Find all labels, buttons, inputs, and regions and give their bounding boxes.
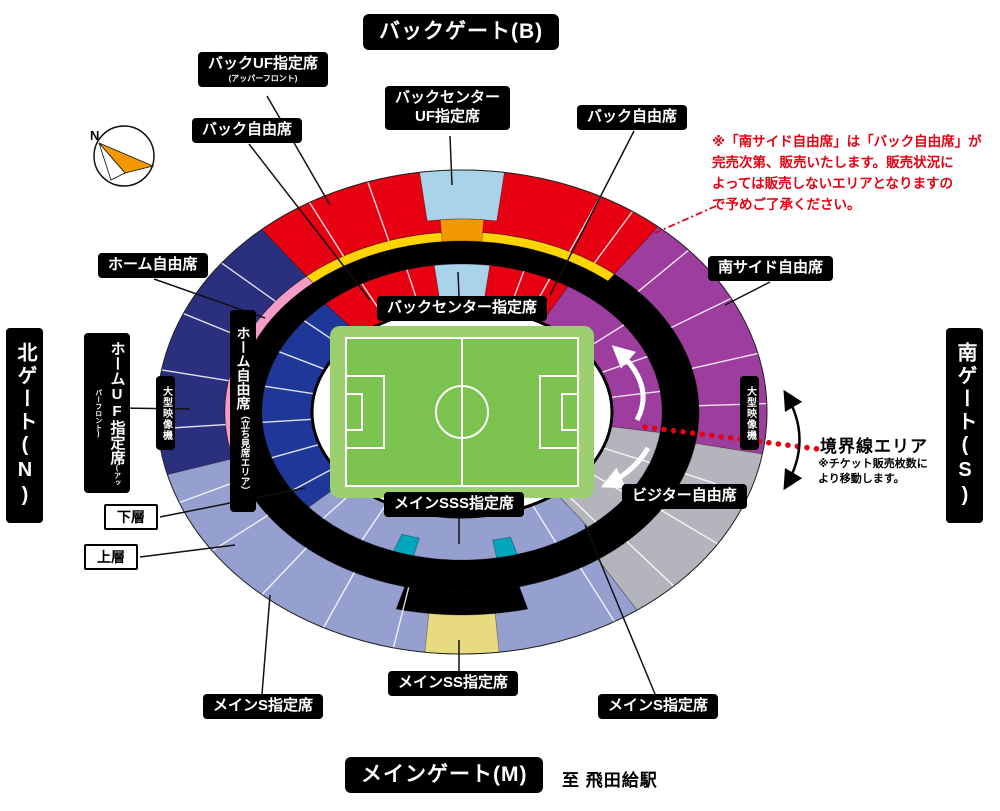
leader-line [261, 594, 271, 695]
label-south-side-free: 南サイド自由席 [708, 256, 834, 281]
compass-n-label: N [90, 128, 99, 143]
label-back-center-uf: バックセンター UF指定席 [385, 86, 511, 130]
gate-back-label: バックゲート(B) [363, 14, 560, 51]
label-home-free-standing-sub: （立ち見席エリア） [238, 410, 250, 496]
aisle-divider [308, 202, 345, 257]
section-main-sss[interactable] [492, 536, 518, 559]
aisle-divider [264, 385, 315, 395]
label-home-free-standing: ホーム自由席（立ち見席エリア） [230, 310, 256, 512]
aisle-divider [367, 181, 390, 242]
label-main-s-left: メインS指定席 [203, 694, 324, 719]
leader-line [139, 544, 236, 558]
gate-main-label: メインゲート(M) [345, 757, 544, 794]
aisle-divider [271, 443, 320, 459]
aisle-divider [626, 540, 675, 587]
aisle-divider [610, 390, 661, 399]
yellow-divider-arc [305, 231, 615, 284]
section-back-center-uf[interactable] [419, 169, 505, 222]
boundary-note: ※チケット販売枚数に より移動します。 [818, 457, 928, 487]
leader-line [724, 281, 771, 306]
boundary-note-1: ※チケット販売枚数に [818, 458, 928, 470]
label-main-s-right: メインS指定席 [598, 694, 719, 719]
aisle-divider [361, 502, 388, 541]
warning-line-1: ※「南サイド自由席」は「バック自由席」が [712, 134, 982, 149]
label-back-uf: バックUF指定席 (アッパーフロント) [198, 52, 328, 87]
label-screen-right: 大型映像機 [740, 376, 759, 450]
gate-south-label: 南ゲート(S) [946, 328, 983, 523]
aisle-divider [262, 418, 313, 424]
aisle-divider [292, 467, 336, 492]
aisle-divider [691, 352, 759, 370]
label-home-free: ホーム自由席 [98, 253, 208, 278]
orange-accent-strip [439, 218, 485, 243]
aisle-divider [660, 509, 719, 545]
leader-line [584, 524, 656, 695]
label-back-uf-text: バックUF指定席 [208, 55, 318, 72]
gate-north-label: 北ゲート(N) [6, 328, 43, 523]
warning-line-2: 完売次第、販売いたします。販売状況に [712, 154, 954, 170]
label-back-center-uf-1: バックセンター [395, 89, 501, 106]
aisle-divider [161, 369, 229, 382]
leader-line [549, 130, 635, 296]
boundary-title: 境界線エリア [820, 437, 928, 456]
label-main-ss: メインSS指定席 [388, 671, 519, 696]
boundary-shift-arrow [783, 389, 803, 491]
visitor-fill-direction-arrow [600, 446, 651, 489]
section-main-ss[interactable] [424, 613, 500, 655]
aisle-divider [670, 297, 732, 329]
label-home-uf: ホームUF指定席(アッパーフロント) [84, 333, 130, 493]
aisle-divider [392, 587, 410, 648]
label-back-center-uf-2: UF指定席 [415, 107, 480, 125]
label-home-uf-text: ホームUF指定席 [108, 340, 126, 465]
station-label: 至 飛田給駅 [562, 771, 658, 790]
aisle-divider [211, 514, 269, 552]
pitch-goalbox-right [561, 393, 579, 431]
label-upper-tier: 上層 [84, 544, 138, 570]
label-back-free-right: バック自由席 [577, 105, 688, 130]
label-home-uf-sub: (アッパーフロント) [94, 388, 121, 486]
leader-line [449, 135, 453, 186]
label-main-sss: メインSSS指定席 [384, 492, 525, 517]
label-home-free-standing-text: ホーム自由席 [235, 326, 252, 411]
label-back-center: バックセンター指定席 [377, 296, 548, 321]
warning-line-3: よっては販売しないエリアとなりますの [712, 175, 953, 191]
leader-line [248, 143, 371, 301]
sales-warning-note: ※「南サイド自由席」は「バック自由席」が 完売次第、販売いたします。販売状況に … [712, 132, 1000, 216]
aisle-divider [531, 504, 557, 544]
label-visitor-free: ビジター自由席 [622, 484, 747, 509]
leader-line [120, 407, 191, 410]
label-screen-left: 大型映像機 [156, 376, 175, 450]
label-back-free-left: バック自由席 [192, 118, 303, 143]
boundary-note-2: より移動します。 [818, 472, 905, 485]
pitch-center-circle [435, 385, 489, 439]
aisle-divider [279, 351, 326, 370]
aisle-divider [261, 547, 308, 596]
aisle-divider [579, 567, 616, 622]
compass: N [90, 125, 155, 187]
label-back-uf-sub: (アッパーフロント) [228, 73, 298, 83]
pitch-goalbox-left [345, 393, 363, 431]
aisle-divider [593, 210, 634, 264]
compass-needle-tail [98, 142, 126, 181]
warning-pointer-line [654, 205, 717, 234]
aisle-divider [637, 249, 690, 293]
south-fill-direction-arrow [611, 345, 646, 422]
section-main-sss[interactable] [393, 533, 420, 557]
pitch [330, 326, 594, 498]
warning-line-4: で予めご了承ください。 [712, 196, 861, 212]
aisle-divider [322, 572, 356, 628]
label-lower-tier: 下層 [104, 504, 158, 530]
leader-line [266, 95, 331, 206]
leader-line [457, 271, 460, 297]
aisle-divider [221, 262, 276, 302]
